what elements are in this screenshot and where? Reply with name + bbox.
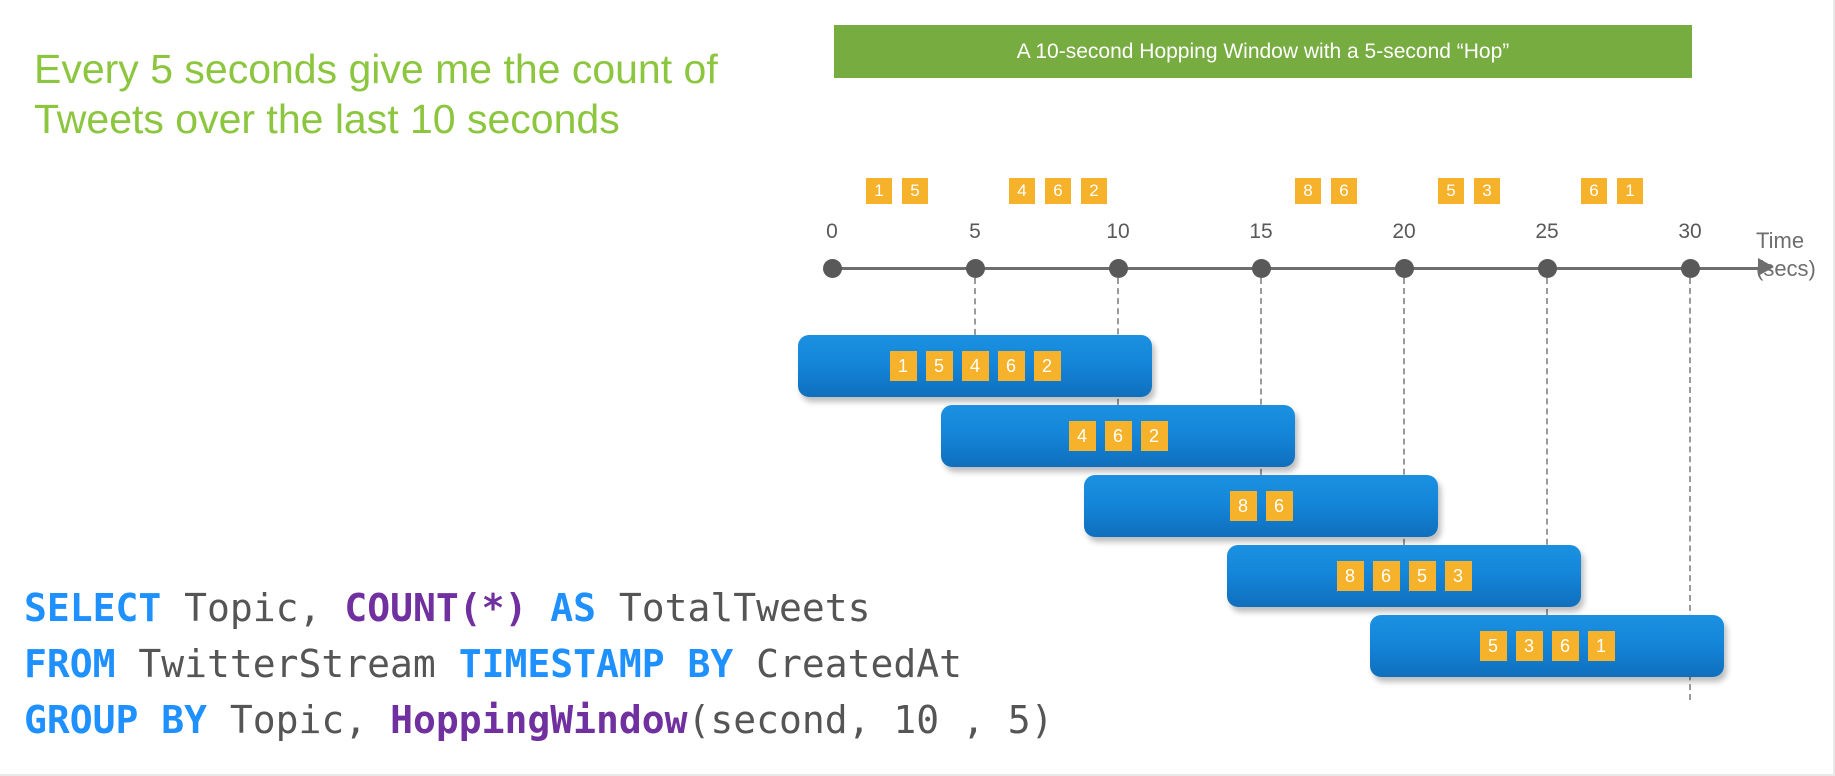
time-axis-caption-label: Time xyxy=(1756,228,1805,253)
time-axis-caption-unit: (secs) xyxy=(1756,256,1816,281)
window-event-token: 2 xyxy=(1033,351,1061,381)
axis-tick-label-10: 10 xyxy=(1106,220,1130,243)
window-event-token: 4 xyxy=(1068,421,1096,451)
sql-token-id xyxy=(527,586,550,630)
axis-tick-label-15: 15 xyxy=(1249,220,1273,243)
axis-tick-dot-15 xyxy=(1252,259,1271,278)
axis-tick-label-0: 0 xyxy=(826,220,838,243)
guide-line-15 xyxy=(1260,278,1262,495)
stream-event-token: 6 xyxy=(1581,178,1607,204)
sql-token-fn: HoppingWindow xyxy=(390,698,688,742)
stream-event-token: 8 xyxy=(1295,178,1321,204)
sql-token-kw: FROM xyxy=(24,642,116,686)
guide-line-20 xyxy=(1403,278,1405,565)
guide-line-5 xyxy=(974,278,976,345)
sql-token-id: Topic, xyxy=(161,586,345,630)
window-event-token: 1 xyxy=(1587,631,1615,661)
axis-tick-dot-0 xyxy=(823,259,842,278)
sql-line-3: GROUP BY Topic, HoppingWindow(second, 10… xyxy=(24,692,1054,748)
stream-event-token: 2 xyxy=(1081,178,1107,204)
sql-token-kw: TIMESTAMP BY xyxy=(458,642,734,686)
window-event-token: 5 xyxy=(925,351,953,381)
stream-event-token: 5 xyxy=(1438,178,1464,204)
window-event-token: 6 xyxy=(1551,631,1579,661)
sql-token-kw: AS xyxy=(550,586,596,630)
stream-event-token: 4 xyxy=(1009,178,1035,204)
axis-tick-label-25: 25 xyxy=(1535,220,1559,243)
sql-token-id: TwitterStream xyxy=(115,642,459,686)
sql-token-kw: GROUP BY xyxy=(24,698,208,742)
sql-token-id: TotalTweets xyxy=(596,586,871,630)
axis-tick-dot-20 xyxy=(1395,259,1414,278)
axis-tick-dot-5 xyxy=(966,259,985,278)
stream-event-token: 1 xyxy=(1617,178,1643,204)
window-event-token: 8 xyxy=(1336,561,1364,591)
window-event-token: 5 xyxy=(1408,561,1436,591)
sql-token-id: Topic, xyxy=(207,698,391,742)
window-event-token: 6 xyxy=(997,351,1025,381)
stream-event-token: 1 xyxy=(866,178,892,204)
window-event-token: 3 xyxy=(1444,561,1472,591)
axis-tick-label-30: 30 xyxy=(1678,220,1702,243)
sql-line-2: FROM TwitterStream TIMESTAMP BY CreatedA… xyxy=(24,636,1054,692)
stream-event-token: 6 xyxy=(1045,178,1071,204)
axis-tick-dot-25 xyxy=(1538,259,1557,278)
axis-tick-label-20: 20 xyxy=(1392,220,1416,243)
time-axis-arrow-icon xyxy=(1758,258,1774,276)
window-event-token: 5 xyxy=(1479,631,1507,661)
stream-event-token: 6 xyxy=(1331,178,1357,204)
window-event-token: 3 xyxy=(1515,631,1543,661)
guide-line-25 xyxy=(1546,278,1548,635)
sql-token-kw: SELECT xyxy=(24,586,162,630)
window-event-token: 2 xyxy=(1140,421,1168,451)
window-event-token: 1 xyxy=(889,351,917,381)
time-axis-caption: Time (secs) xyxy=(1756,227,1816,283)
axis-tick-label-5: 5 xyxy=(969,220,981,243)
page-title: Every 5 seconds give me the count of Twe… xyxy=(34,46,718,142)
axis-tick-dot-10 xyxy=(1109,259,1128,278)
stream-event-token: 5 xyxy=(902,178,928,204)
window-event-token: 6 xyxy=(1104,421,1132,451)
banner-title-text: A 10-second Hopping Window with a 5-seco… xyxy=(1016,39,1510,63)
sql-token-id: CreatedAt xyxy=(733,642,963,686)
banner-title: A 10-second Hopping Window with a 5-seco… xyxy=(834,25,1692,78)
window-event-token: 8 xyxy=(1229,491,1257,521)
window-event-token: 6 xyxy=(1372,561,1400,591)
sql-token-fn: COUNT(*) xyxy=(344,586,528,630)
window-event-token: 6 xyxy=(1265,491,1293,521)
axis-tick-dot-30 xyxy=(1681,259,1700,278)
time-axis-line xyxy=(830,267,1760,270)
sql-line-1: SELECT Topic, COUNT(*) AS TotalTweets xyxy=(24,580,1054,636)
guide-line-30 xyxy=(1689,278,1691,700)
sql-token-id: (second, 10 , 5) xyxy=(687,698,1054,742)
stream-event-token: 3 xyxy=(1474,178,1500,204)
window-event-token: 4 xyxy=(961,351,989,381)
